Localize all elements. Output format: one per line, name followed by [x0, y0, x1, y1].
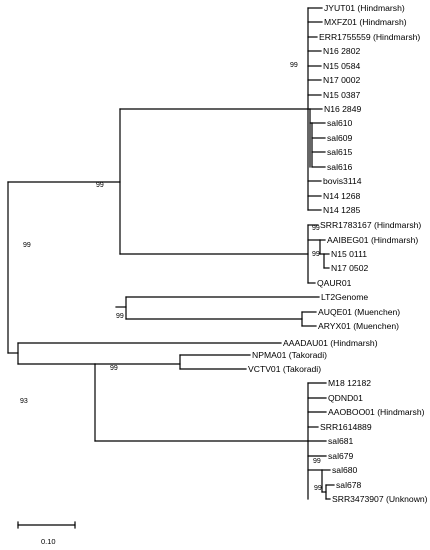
- support-value: 99: [23, 242, 31, 249]
- tip-label: N16 2849: [324, 104, 361, 114]
- support-value: 99: [96, 182, 104, 189]
- scale-bar: 0.10: [17, 521, 76, 546]
- tip-label: N15 0111: [331, 249, 367, 259]
- tip-label: VCTV01 (Takoradi): [248, 364, 321, 374]
- tip-label: SRR3473907 (Unknown): [332, 494, 428, 504]
- tip-label: AAOBOO01 (Hindmarsh): [328, 407, 425, 417]
- tip-label: sal680: [332, 465, 358, 475]
- support-value: 99: [313, 458, 321, 465]
- tip-label: AAADAU01 (Hindmarsh): [283, 338, 378, 348]
- tip-label: QDND01: [328, 393, 363, 403]
- support-value: 99: [116, 313, 124, 320]
- tip-label: QAUR01: [317, 278, 352, 288]
- support-values: 99 99 99 99 99 99 99 93 99 99: [20, 62, 322, 492]
- tip-label: sal615: [327, 147, 353, 157]
- tip-label: sal678: [336, 480, 362, 490]
- tip-labels: JYUT01 (Hindmarsh) MXFZ01 (Hindmarsh) ERR1…: [248, 3, 428, 504]
- support-value: 99: [290, 62, 298, 69]
- tip-label: N14 1285: [323, 205, 360, 215]
- tip-label: N15 0584: [323, 61, 360, 71]
- tip-label: NPMA01 (Takoradi): [252, 350, 327, 360]
- tip-label: AAIBEG01 (Hindmarsh): [327, 235, 418, 245]
- tip-label: N17 0002: [323, 75, 360, 85]
- tip-label: bovis3114: [323, 176, 362, 186]
- tip-label: AUQE01 (Muenchen): [318, 307, 400, 317]
- support-value: 99: [312, 251, 320, 258]
- tip-label: sal679: [328, 451, 354, 461]
- support-value: 99: [312, 225, 320, 232]
- tip-label: MXFZ01 (Hindmarsh): [324, 17, 407, 27]
- tip-label: SRR1614889: [320, 422, 372, 432]
- tip-label: ERR1755559 (Hindmarsh): [319, 32, 420, 42]
- tip-label: N16 2802: [323, 46, 360, 56]
- tip-label: M18 12182: [328, 378, 371, 388]
- tip-label: ARYX01 (Muenchen): [318, 321, 399, 331]
- tip-label: sal610: [327, 118, 353, 128]
- tip-label: SRR1783167 (Hindmarsh): [320, 220, 421, 230]
- tip-label: LT2Genome: [321, 292, 368, 302]
- scale-bar-label: 0.10: [41, 537, 56, 546]
- tip-label: sal681: [328, 436, 354, 446]
- tip-label: N14 1268: [323, 191, 360, 201]
- tip-label: N15 0387: [323, 90, 360, 100]
- tip-label: sal616: [327, 162, 353, 172]
- support-value: 99: [314, 485, 322, 492]
- tip-label: JYUT01 (Hindmarsh): [324, 3, 405, 13]
- tip-label: N17 0502: [331, 263, 368, 273]
- support-value: 93: [20, 398, 28, 405]
- tree-branches: [7, 7, 335, 500]
- tip-label: sal609: [327, 133, 353, 143]
- support-value: 99: [110, 365, 118, 372]
